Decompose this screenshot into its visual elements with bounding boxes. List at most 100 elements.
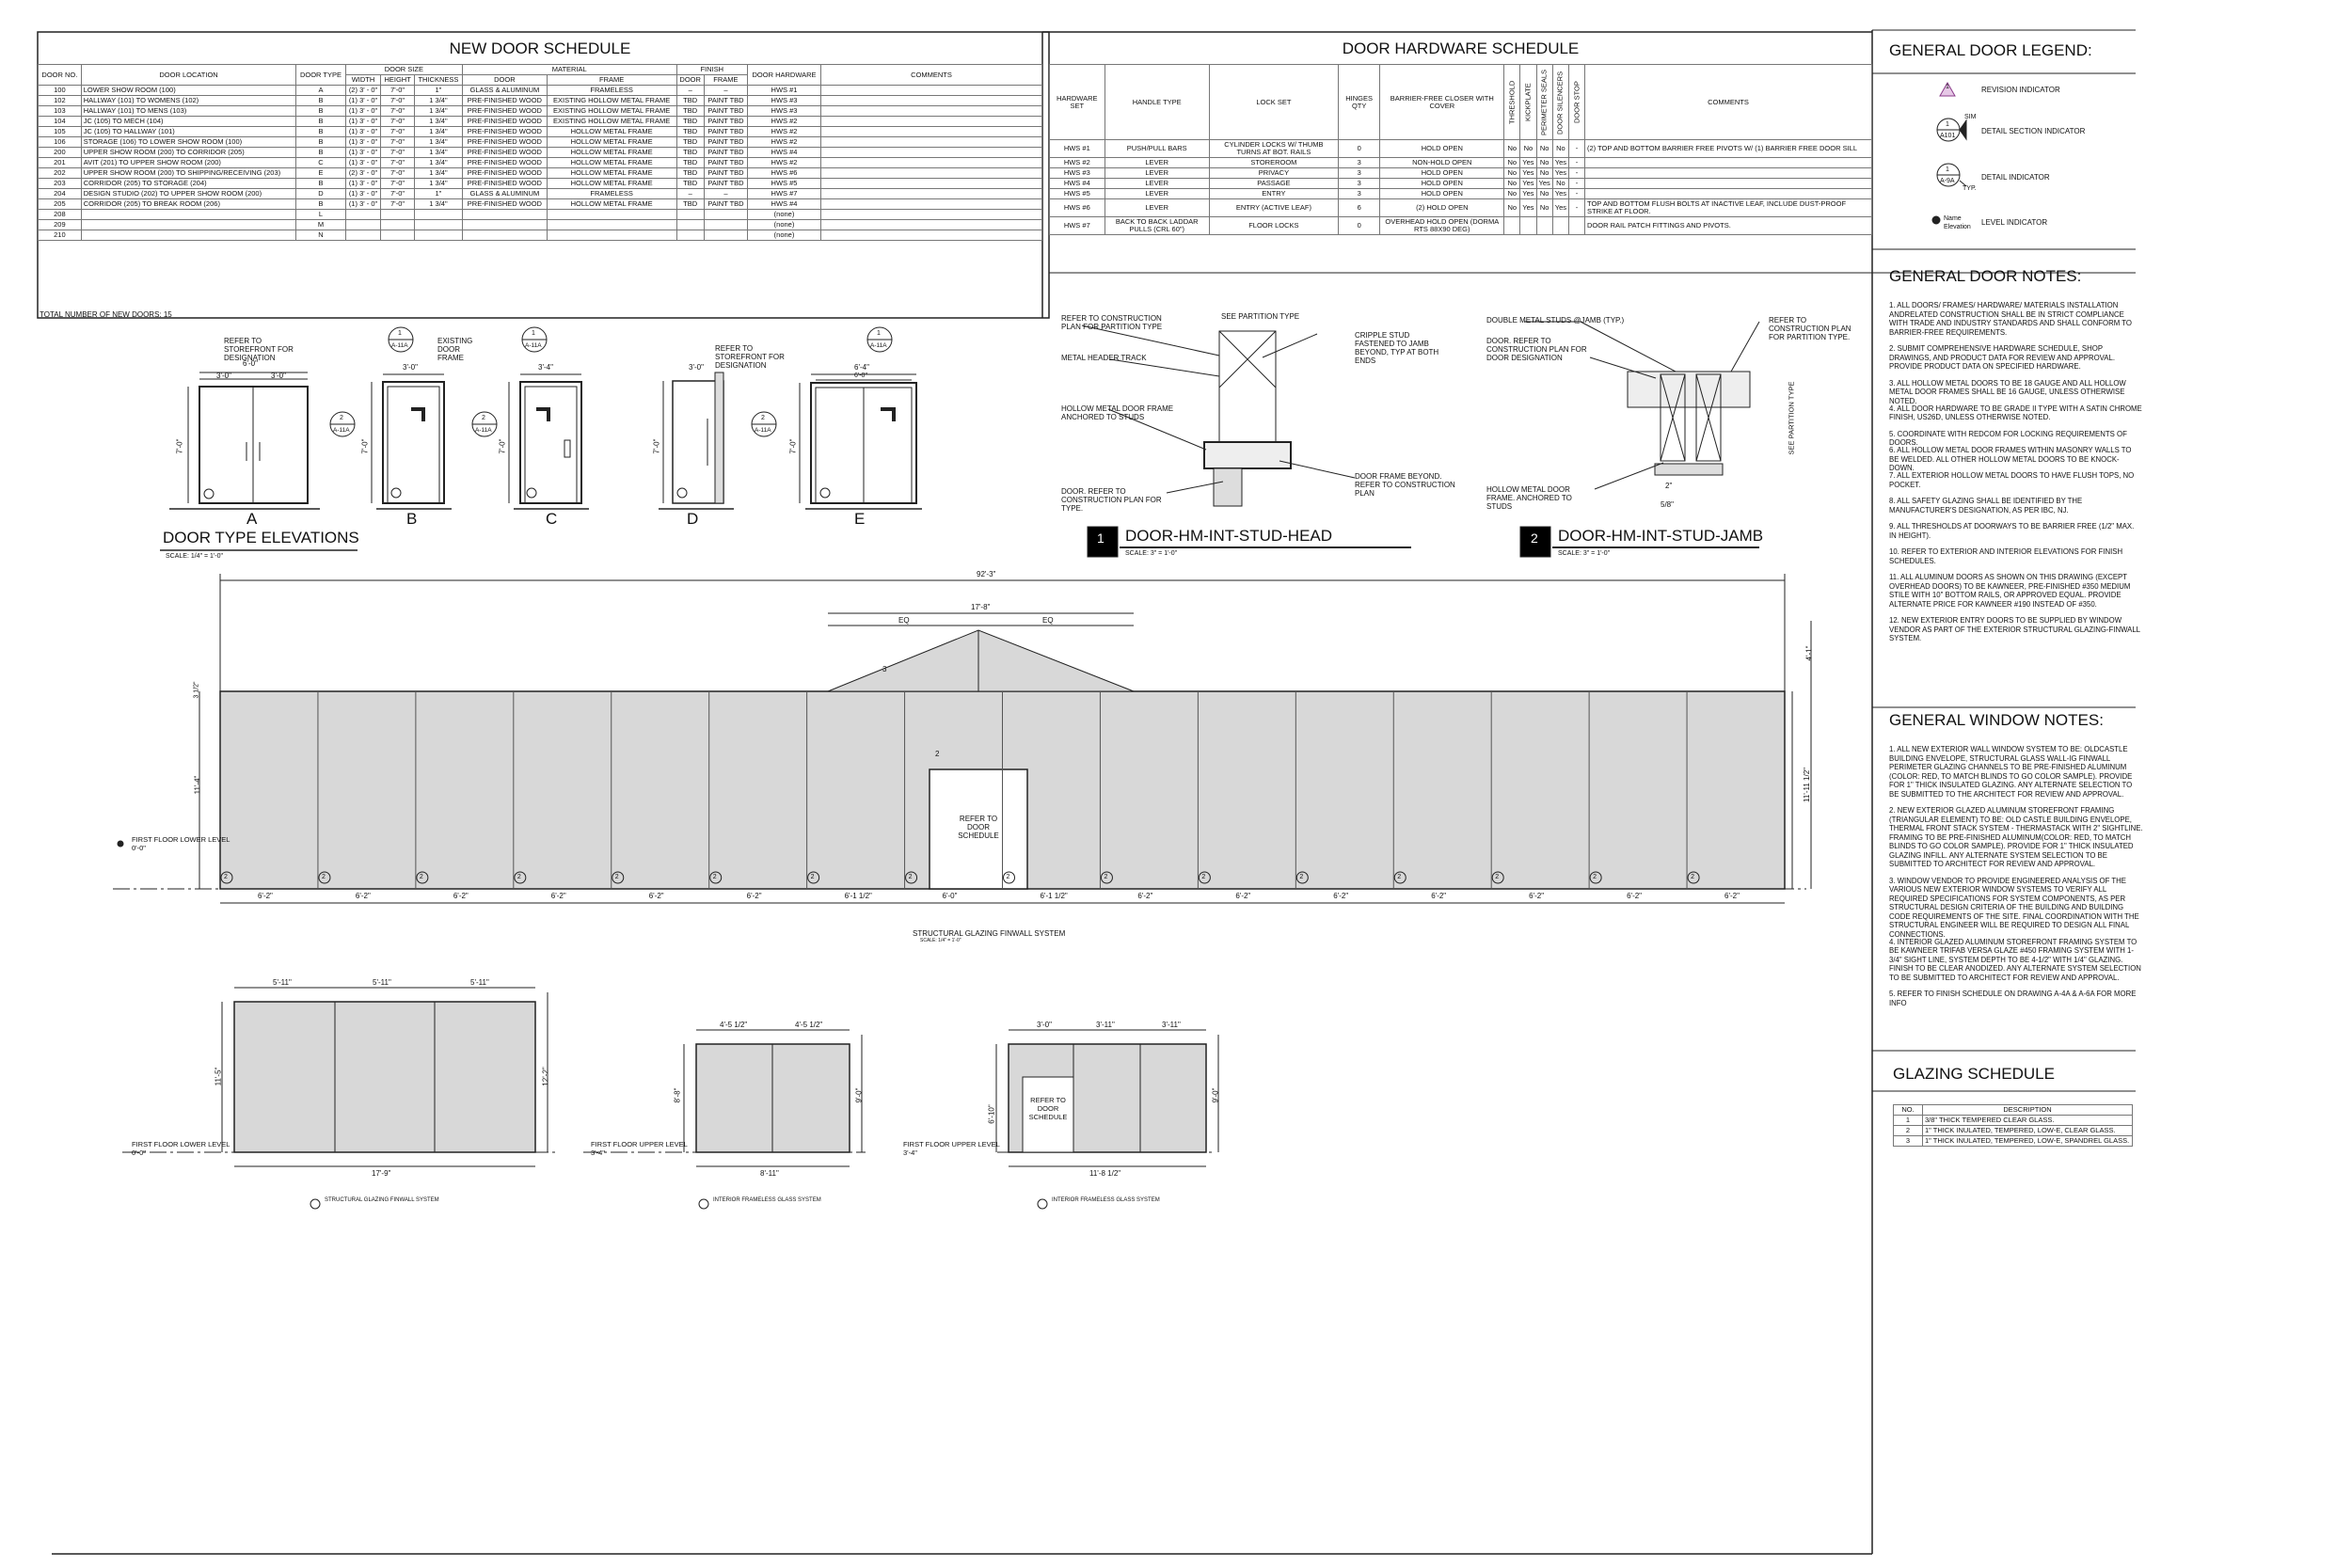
- finwall-glass-tag: [1295, 871, 1309, 884]
- se2-caption: INTERIOR FRAMELESS GLASS SYSTEM: [713, 1197, 821, 1203]
- door-cell: [80, 230, 297, 241]
- hw-cell: HWS #7: [1049, 216, 1105, 235]
- door-cell: PRE-FINISHED WOOD: [462, 105, 548, 117]
- door-type-c: C: [546, 510, 558, 528]
- finwall-bay-dim: 6'-0": [942, 892, 958, 900]
- se3-w1: 3'-0": [1037, 1021, 1052, 1029]
- finwall-tri-height: 4'-1": [1804, 645, 1814, 661]
- door-cell: [344, 209, 382, 220]
- door-cell: 1 3/4": [413, 167, 464, 179]
- door-notes-item: 1. ALL DOORS/ FRAMES/ HARDWARE/ MATERIAL…: [1889, 301, 2132, 337]
- finwall-bay-dim: 6'-1 1/2": [1040, 892, 1068, 900]
- door-notes-item: 2. SUBMIT COMPREHENSIVE HARDWARE SCHEDUL…: [1889, 344, 2116, 371]
- door-cell-comment: [820, 105, 1042, 117]
- hw-cell: No: [1535, 198, 1553, 217]
- col-type: DOOR TYPE: [295, 64, 346, 86]
- hw-cell: 0: [1337, 139, 1381, 158]
- legend-sim: SIM: [1964, 114, 1977, 120]
- tag-b-sheet: A-11A: [391, 342, 408, 349]
- jamb-ref-plan: REFER TO CONSTRUCTION PLAN FOR PARTITION…: [1769, 316, 1851, 341]
- hw-header: COMMENTS: [1584, 64, 1872, 140]
- door-cell: TBD: [675, 136, 705, 148]
- door-cell: A: [295, 85, 346, 96]
- door-cell: AVIT (201) TO UPPER SHOW ROOM (200): [80, 157, 297, 168]
- door-cell: [413, 219, 464, 230]
- finwall-bay-dim: 6'-2": [1137, 892, 1153, 900]
- door-cell: B: [295, 198, 346, 210]
- door-cell: [80, 209, 297, 220]
- door-cell: HWS #3: [747, 95, 821, 106]
- door-cell: [703, 230, 749, 241]
- finwall-glass-tag: [416, 871, 429, 884]
- hw-cell: FLOOR LOCKS: [1208, 216, 1339, 235]
- door-type-b: B: [406, 510, 418, 528]
- finwall-bay-dim: 6'-2": [550, 892, 566, 900]
- door-cell: 1": [413, 188, 464, 199]
- legend-title: GENERAL DOOR LEGEND:: [1889, 41, 2092, 59]
- finwall-glass-tag-num: 2: [1006, 874, 1010, 880]
- head-detail-title: DOOR-HM-INT-STUD-HEAD: [1125, 527, 1333, 545]
- legend-level-elev: Elevation: [1944, 224, 1971, 230]
- legend-section: DETAIL SECTION INDICATOR: [1981, 127, 2086, 135]
- door-cell: EXISTING HOLLOW METAL FRAME: [546, 95, 677, 106]
- door-cell: TBD: [675, 105, 705, 117]
- door-cell: PAINT TBD: [703, 157, 749, 168]
- head-frame-beyond: DOOR FRAME BEYOND. REFER TO CONSTRUCTION…: [1355, 472, 1455, 498]
- finwall-glass-tag: [1393, 871, 1406, 884]
- door-cell: [675, 209, 705, 220]
- finwall-glass-tag-num: 2: [1104, 874, 1108, 880]
- finwall-glass-tag: [318, 871, 331, 884]
- hw-cell: HOLD OPEN: [1379, 139, 1505, 158]
- door-cell: PRE-FINISHED WOOD: [462, 147, 548, 158]
- hw-cell: CYLINDER LOCKS W/ THUMB TURNS AT BOT. RA…: [1208, 139, 1339, 158]
- hw-cell: No: [1535, 188, 1553, 199]
- door-cell: PRE-FINISHED WOOD: [462, 167, 548, 179]
- tag-e-num: 1: [877, 330, 881, 337]
- finwall-eq-left: EQ: [898, 616, 910, 625]
- door-cell: HWS #3: [747, 105, 821, 117]
- door-cell: JC (105) TO MECH (104): [80, 116, 297, 127]
- door-cell: [380, 230, 415, 241]
- finwall-bay-dim: 6'-2": [1431, 892, 1447, 900]
- col-fin-frame: FRAME: [703, 74, 749, 86]
- hw-cell: LEVER: [1104, 188, 1210, 199]
- door-cell: [413, 209, 464, 220]
- finwall-door-ref: REFER TO DOOR SCHEDULE: [958, 815, 999, 840]
- door-cell: 7'-0": [380, 95, 415, 106]
- legend-typ: TYP.: [1963, 185, 1977, 192]
- head-detail-num: 1: [1097, 531, 1104, 546]
- door-cell: 1 3/4": [413, 157, 464, 168]
- door-cell-comment: [820, 136, 1042, 148]
- door-cell: PAINT TBD: [703, 105, 749, 117]
- door-cell: (1) 3' - 0": [344, 136, 382, 148]
- door-notes-item: 10. REFER TO EXTERIOR AND INTERIOR ELEVA…: [1889, 547, 2123, 565]
- door-cell: 1 3/4": [413, 136, 464, 148]
- finwall-glass-tag-num: 2: [419, 874, 423, 880]
- door-cell: HOLLOW METAL FRAME: [546, 147, 677, 158]
- door-cell: PAINT TBD: [703, 147, 749, 158]
- legend-level: LEVEL INDICATOR: [1981, 218, 2048, 227]
- door-b-note: EXISTING DOOR FRAME: [437, 337, 473, 362]
- hw-cell: BACK TO BACK LADDAR PULLS (CRL 60"): [1104, 216, 1210, 235]
- se3-w3: 3'-11": [1162, 1021, 1181, 1029]
- hw-cell: No: [1551, 178, 1570, 189]
- col-hardware: DOOR HARDWARE: [747, 64, 821, 86]
- finwall-glass-tag: [1687, 871, 1700, 884]
- finwall-glass-tag: [1198, 871, 1211, 884]
- door-cell: 210: [38, 230, 82, 241]
- hw-cell: HOLD OPEN: [1379, 188, 1505, 199]
- door-cell-comment: [820, 178, 1042, 189]
- door-cell: TBD: [675, 167, 705, 179]
- door-cell: PRE-FINISHED WOOD: [462, 157, 548, 168]
- finwall-glass-tag: [709, 871, 723, 884]
- finwall-glass-tag: [514, 871, 527, 884]
- dim-d-height: 7'-0": [652, 438, 661, 454]
- glazing-desc: 3/8" THICK TEMPERED CLEAR GLASS.: [1922, 1115, 2133, 1126]
- door-cell: HALLWAY (101) TO WOMENS (102): [80, 95, 297, 106]
- door-cell: [413, 230, 464, 241]
- hw-cell: Yes: [1519, 178, 1537, 189]
- door-cell: [675, 219, 705, 230]
- door-cell: HALLWAY (101) TO MENS (103): [80, 105, 297, 117]
- door-cell: PRE-FINISHED WOOD: [462, 116, 548, 127]
- door-cell: 102: [38, 95, 82, 106]
